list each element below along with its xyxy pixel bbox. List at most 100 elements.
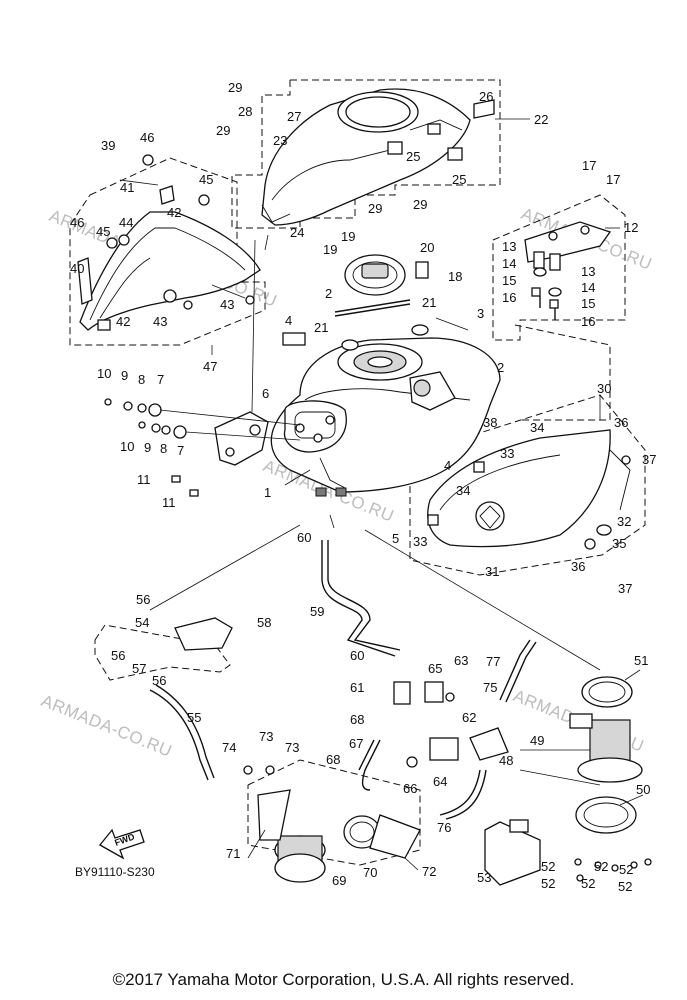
callout-49: 49 [530,733,544,748]
callout-39: 39 [101,138,115,153]
watermark-5: ARMADA-CO.RU [39,691,175,761]
callout-46a: 46 [140,130,154,145]
callout-9a: 9 [121,368,128,383]
callout-47: 47 [203,359,217,374]
group-outlines [69,79,646,866]
tank-bracket-mount [104,398,301,497]
callout-52a: 52 [541,859,555,874]
callout-29a: 29 [228,80,242,95]
callout-1: 1 [264,485,271,500]
callout-29b: 29 [216,123,230,138]
callout-56a: 56 [136,592,150,607]
callout-16a: 16 [502,290,516,305]
callout-37a: 37 [642,452,656,467]
callout-42a: 42 [167,205,181,220]
callout-75: 75 [483,680,497,695]
callout-4a: 4 [285,313,292,328]
callout-38: 38 [483,415,497,430]
callout-11b: 11 [162,495,176,510]
callout-70: 70 [363,865,377,880]
side-cover [77,154,261,331]
callout-21a: 21 [314,320,328,335]
callout-7a: 7 [157,372,164,387]
callout-45a: 45 [199,172,213,187]
callout-52d: 52 [581,876,595,891]
bracket-assembly [524,221,612,320]
callout-32: 32 [617,514,631,529]
callout-2b: 2 [497,360,504,375]
callout-60a: 60 [297,530,311,545]
callout-68a: 68 [350,712,364,727]
callout-29c: 29 [368,201,382,216]
callout-40: 40 [70,261,84,276]
callout-15b: 15 [581,296,595,311]
callout-13a: 13 [502,239,516,254]
callout-25a: 25 [406,149,420,164]
callout-72: 72 [422,864,436,879]
callout-69: 69 [332,873,346,888]
callout-29d: 29 [413,197,427,212]
callout-43b: 43 [153,314,167,329]
callout-27: 27 [287,109,301,124]
callout-36b: 36 [571,559,585,574]
fwd-arrow: FWD [99,828,145,860]
callout-74: 74 [222,740,236,755]
callout-6: 6 [262,386,269,401]
callout-35: 35 [612,536,626,551]
callout-58: 58 [257,615,271,630]
fuel-pump [484,676,652,886]
callout-68b: 68 [326,752,340,767]
callout-9b: 9 [144,440,151,455]
callout-12: 12 [624,220,638,235]
callout-77: 77 [486,654,500,669]
callout-46b: 46 [70,215,84,230]
tank-cover [261,88,495,226]
callout-23: 23 [273,133,287,148]
callout-8b: 8 [160,441,167,456]
callout-11a: 11 [137,472,151,487]
callout-13b: 13 [581,264,595,279]
callout-62: 62 [462,710,476,725]
callout-34a: 34 [530,420,544,435]
callout-55: 55 [187,710,201,725]
callout-54: 54 [135,615,149,630]
callout-41: 41 [120,180,134,195]
fuel-pump-cover [282,254,469,351]
callout-63: 63 [454,653,468,668]
callout-8a: 8 [138,372,145,387]
callout-56b: 56 [111,648,125,663]
callout-73a: 73 [259,729,273,744]
callout-42b: 42 [116,314,130,329]
callout-17a: 17 [582,158,596,173]
callout-24: 24 [290,225,304,240]
callout-25b: 25 [452,172,466,187]
callout-10a: 10 [97,366,111,381]
callout-57: 57 [132,661,146,676]
charcoal-canister [243,765,421,883]
rear-cover [427,429,631,550]
callout-2a: 2 [325,286,332,301]
callout-16b: 16 [581,314,595,329]
callout-34b: 34 [456,483,470,498]
fuel-filter-fittings [393,681,509,768]
callout-53: 53 [477,870,491,885]
callout-61: 61 [350,680,364,695]
copyright-notice: ©2017 Yamaha Motor Corporation, U.S.A. A… [112,970,575,989]
callout-36a: 36 [614,415,628,430]
callout-50: 50 [636,782,650,797]
callout-64: 64 [433,774,447,789]
callout-66: 66 [403,781,417,796]
callout-30: 30 [597,381,611,396]
callout-37b: 37 [618,581,632,596]
callout-52b: 52 [541,876,555,891]
callout-43a: 43 [220,297,234,312]
leader-lines [119,118,644,871]
callout-65: 65 [428,661,442,676]
callout-7b: 7 [177,443,184,458]
callout-51: 51 [634,653,648,668]
callout-73b: 73 [285,740,299,755]
callout-19a: 19 [341,229,355,244]
hoses [149,540,537,820]
diagram-code: BY91110-S230 [75,865,155,879]
